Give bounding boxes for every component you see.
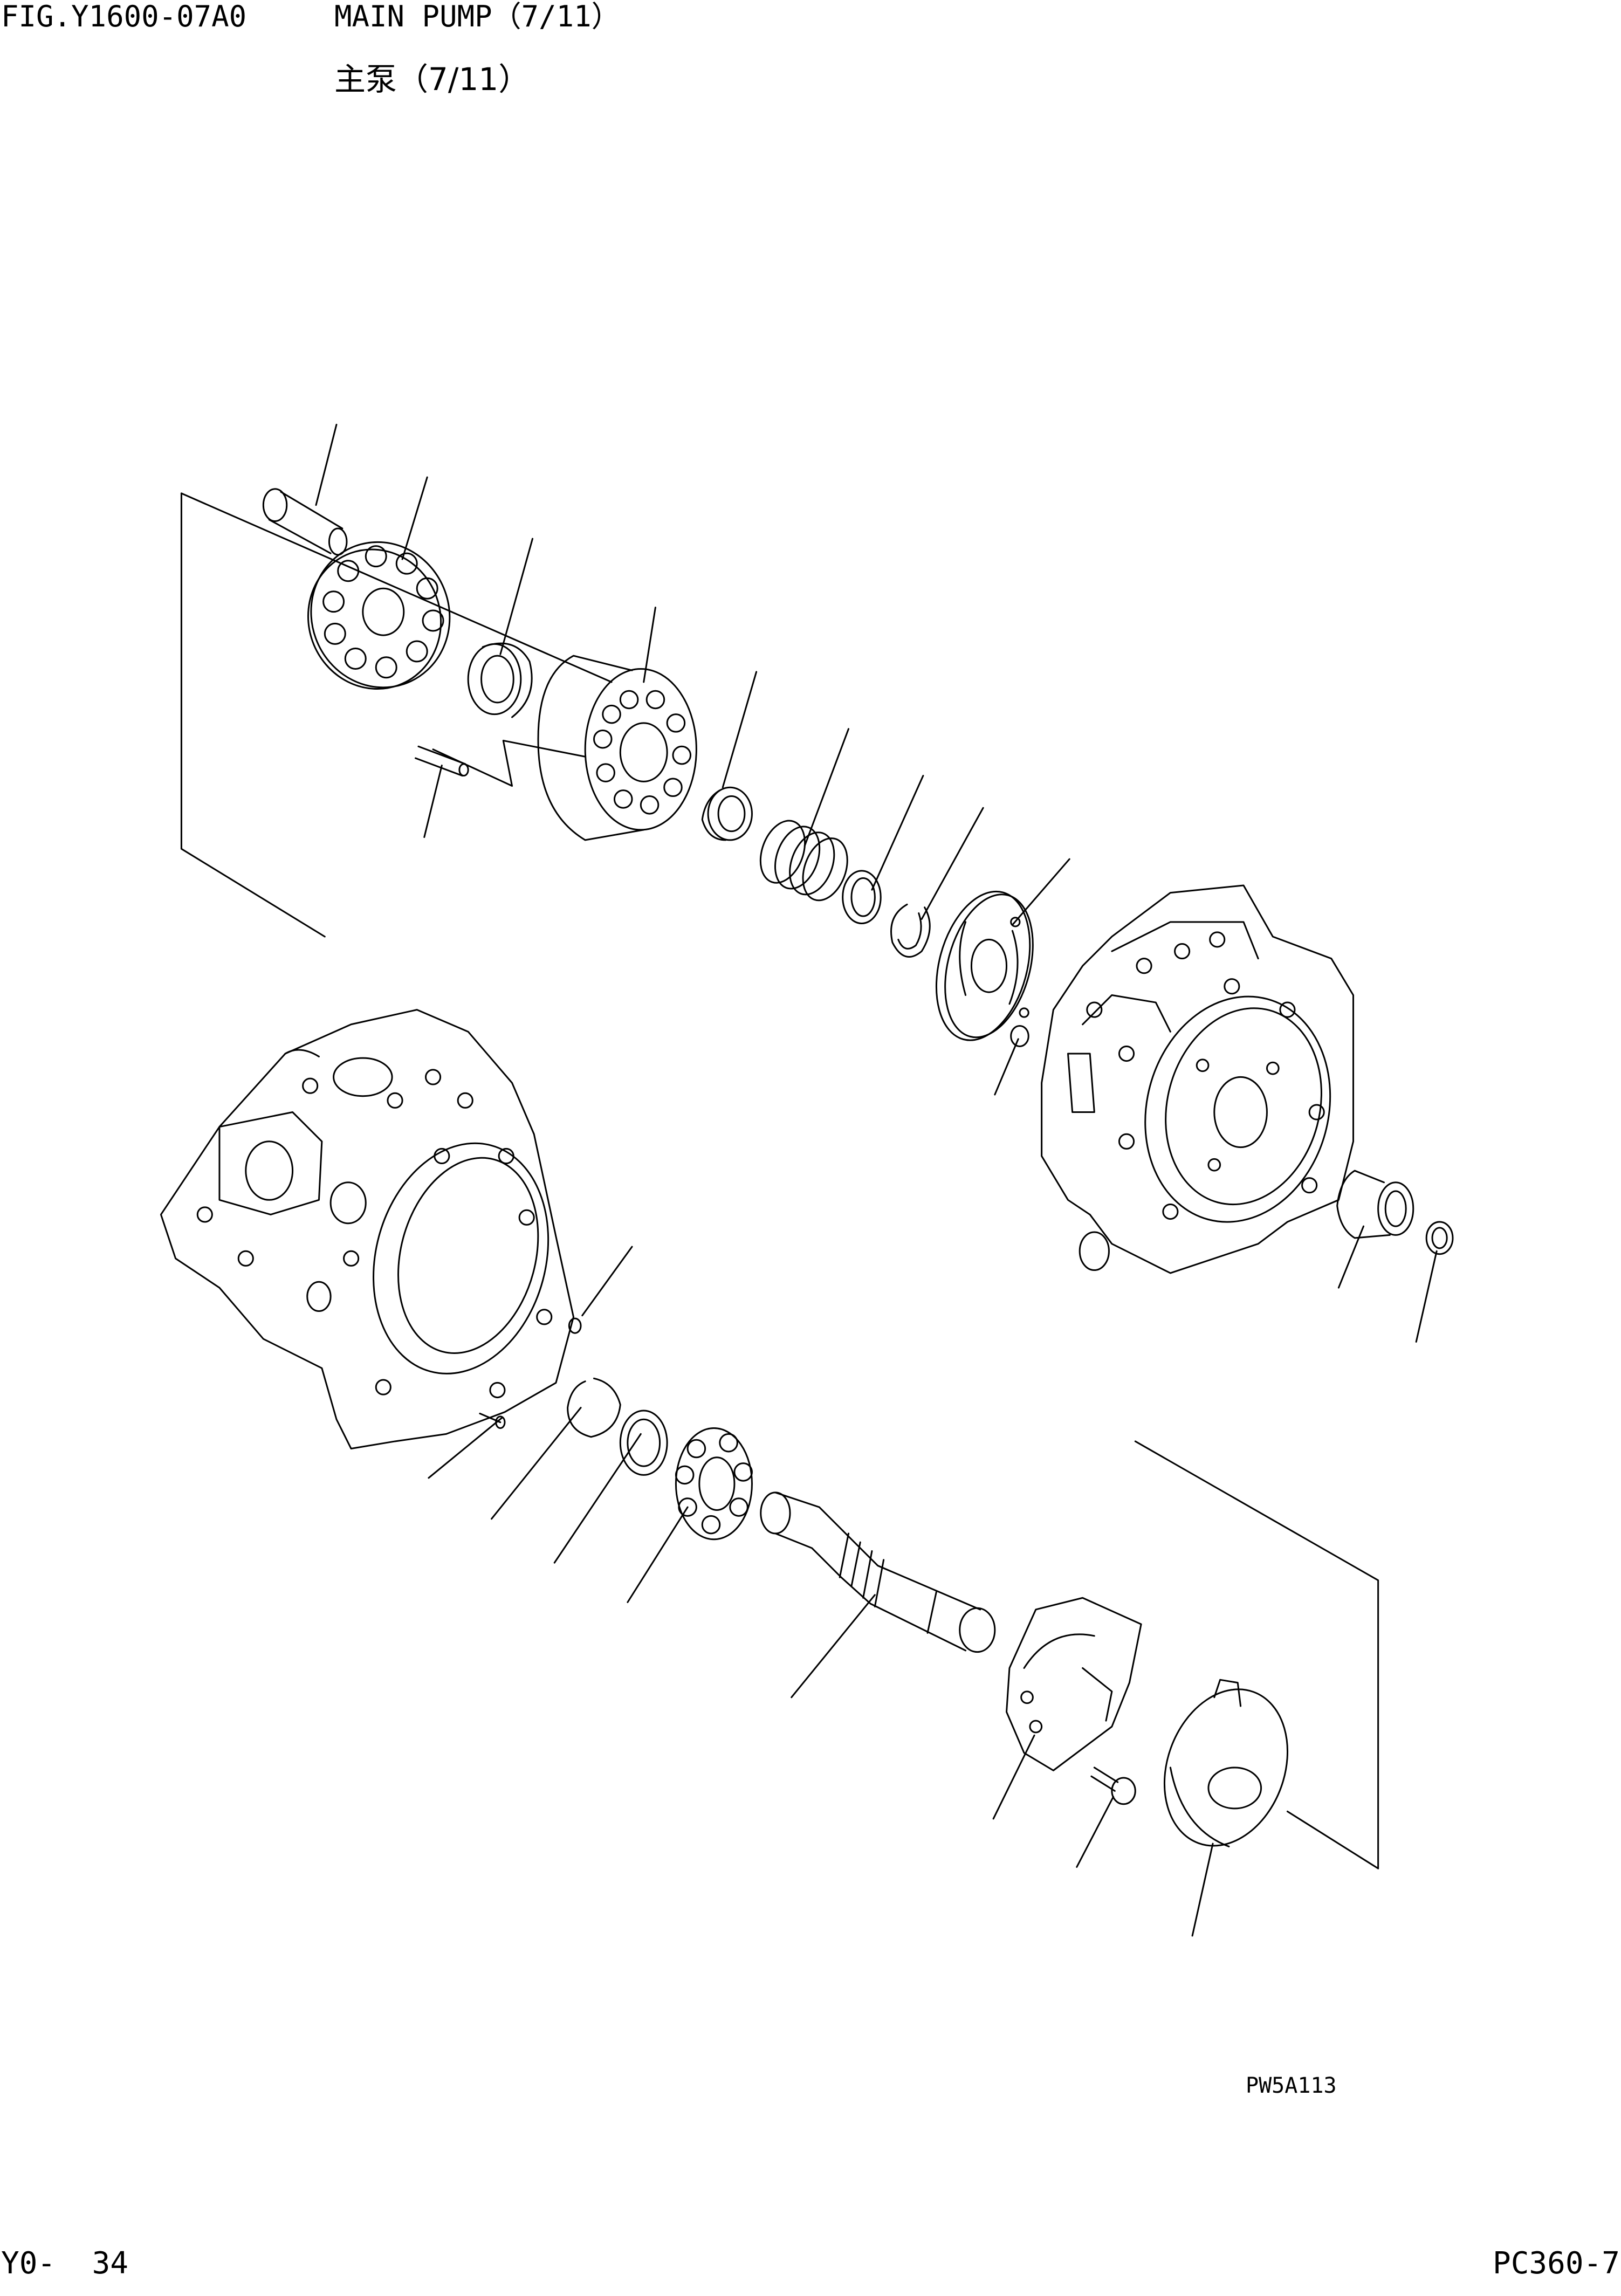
cradle-part xyxy=(1143,1672,1308,1864)
ball-bearing-part xyxy=(676,1428,752,1539)
page-number: Y0- 34 xyxy=(1,2246,129,2281)
spring-part xyxy=(752,815,855,907)
assembly-bracket-lines xyxy=(181,493,1378,1868)
pin-part xyxy=(263,489,347,555)
valve-plate-pin-part xyxy=(1011,1026,1029,1046)
swash-plate-part xyxy=(1007,1598,1142,1770)
housing-pin-part xyxy=(480,1318,581,1428)
bushing-part xyxy=(702,787,752,840)
seal-ring-part xyxy=(1426,1222,1453,1254)
image-code: PW5A113 xyxy=(1246,2073,1337,2098)
figure-id: FIG.Y1600-07A0 xyxy=(1,0,247,33)
front-housing-part xyxy=(1042,885,1355,1273)
needle-bearing-part xyxy=(1337,1171,1413,1238)
washer-lower-part xyxy=(620,1411,667,1475)
leader-lines xyxy=(316,424,1437,1936)
bolt-part xyxy=(1091,1768,1135,1804)
valve-plate-part xyxy=(921,881,1047,1051)
figure-title-cn: 主泵（7/11） xyxy=(334,61,530,98)
spherical-bushing-part xyxy=(468,643,532,717)
figure-title-en: MAIN PUMP（7/11） xyxy=(334,0,621,33)
retainer-plate-part xyxy=(289,523,470,707)
drive-shaft-part xyxy=(761,1493,995,1652)
dowel-pin-part xyxy=(415,746,468,775)
cylinder-block-part xyxy=(538,656,696,840)
snap-ring-lower-part xyxy=(568,1378,621,1437)
washer-part xyxy=(843,871,881,924)
model-number: PC360-7 xyxy=(1493,2246,1620,2281)
snap-ring-part xyxy=(891,904,930,957)
rear-housing-part xyxy=(161,1010,573,1449)
